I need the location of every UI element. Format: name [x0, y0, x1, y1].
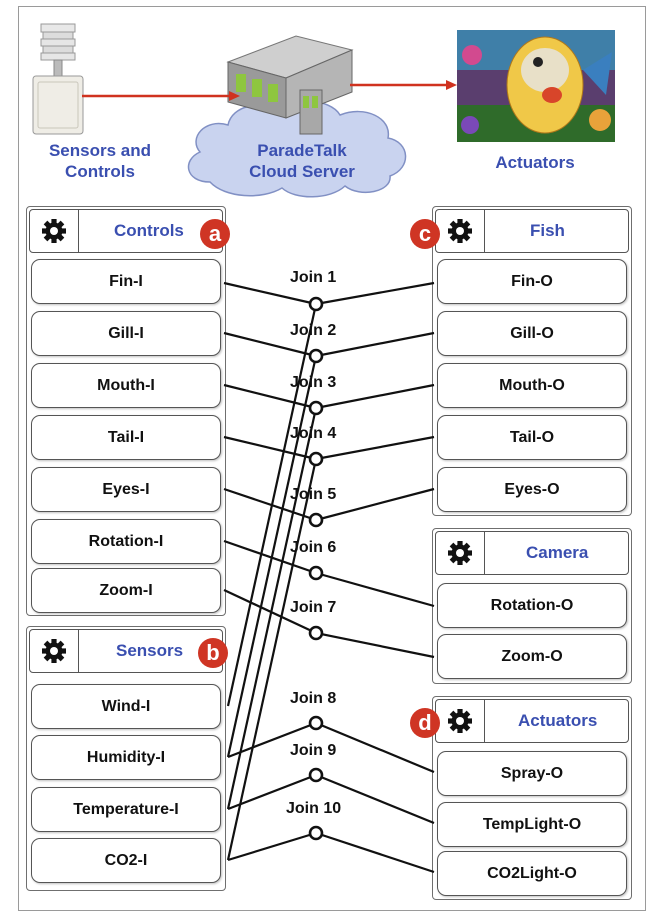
fish-gear-button[interactable] [436, 210, 485, 252]
sensors-title: Sensors [116, 641, 184, 660]
zoom-o-button[interactable]: Zoom-O [437, 634, 627, 679]
fish-panel: Fish Fin-O Gill-O Mouth-O Tail-O Eyes-O [432, 206, 632, 516]
fish-header: Fish [435, 209, 629, 253]
actuators-gear-button[interactable] [436, 700, 485, 742]
controls-header: Controls [29, 209, 223, 253]
actuators-panel: Actuators Spray-O TempLight-O CO2Light-O [432, 696, 632, 900]
temperature-i-button[interactable]: Temperature-I [31, 787, 221, 832]
badge-b: b [198, 638, 228, 668]
co2-i-button[interactable]: CO2-I [31, 838, 221, 883]
gill-o-button[interactable]: Gill-O [437, 311, 627, 356]
sensors-controls-label: Sensors and Controls [30, 140, 170, 182]
eyes-o-button[interactable]: Eyes-O [437, 467, 627, 512]
join-label-6: Join 6 [290, 539, 337, 556]
badge-a: a [200, 219, 230, 249]
badge-c: c [410, 219, 440, 249]
sensors-header: Sensors [29, 629, 223, 673]
spray-o-button[interactable]: Spray-O [437, 751, 627, 796]
actuators-top-label: Actuators [495, 153, 575, 172]
camera-title: Camera [526, 543, 589, 562]
wind-i-button[interactable]: Wind-I [31, 684, 221, 729]
join-label-10: Join 10 [286, 800, 342, 817]
top-illustration [32, 23, 615, 198]
gear-icon [42, 219, 66, 243]
controls-gear-button[interactable] [30, 210, 79, 252]
gear-icon [448, 709, 472, 733]
server-label-line2: Cloud Server [249, 162, 355, 181]
join-label-8: Join 8 [290, 690, 337, 707]
join-label-1: Join 1 [290, 269, 337, 286]
join-label-5: Join 5 [290, 486, 337, 503]
mouth-i-button[interactable]: Mouth-I [31, 363, 221, 408]
humidity-i-button[interactable]: Humidity-I [31, 735, 221, 780]
fish-title: Fish [530, 221, 565, 240]
gear-icon [42, 639, 66, 663]
cloud-shape [187, 100, 407, 198]
controls-panel: Controls Fin-I Gill-I Mouth-I Tail-I Eye… [26, 206, 226, 616]
sensors-label-line2: Controls [65, 162, 135, 181]
tail-o-button[interactable]: Tail-O [437, 415, 627, 460]
rotation-i-button[interactable]: Rotation-I [31, 519, 221, 564]
mouth-o-button[interactable]: Mouth-O [437, 363, 627, 408]
sensor-station-icon [32, 23, 84, 135]
camera-gear-button[interactable] [436, 532, 485, 574]
join-label-4: Join 4 [290, 425, 337, 442]
figure-frame [18, 6, 646, 911]
sensors-label-line1: Sensors and [48, 141, 152, 160]
camera-header: Camera [435, 531, 629, 575]
gill-i-button[interactable]: Gill-I [31, 311, 221, 356]
co2light-o-button[interactable]: CO2Light-O [437, 851, 627, 896]
fin-i-button[interactable]: Fin-I [31, 259, 221, 304]
actuators-header: Actuators [435, 699, 629, 743]
sensors-panel: Sensors Wind-I Humidity-I Temperature-I … [26, 626, 226, 891]
gear-icon [448, 541, 472, 565]
join-label-7: Join 7 [290, 599, 337, 616]
join-label-2: Join 2 [290, 322, 337, 339]
join-label-3: Join 3 [290, 374, 337, 391]
actuators-title: Actuators [518, 711, 598, 730]
server-label: ParadeTalk Cloud Server [232, 140, 372, 182]
zoom-i-button[interactable]: Zoom-I [31, 568, 221, 613]
camera-panel: Camera Rotation-O Zoom-O [432, 528, 632, 684]
rotation-o-button[interactable]: Rotation-O [437, 583, 627, 628]
controls-title: Controls [114, 221, 184, 240]
fin-o-button[interactable]: Fin-O [437, 259, 627, 304]
server-label-line1: ParadeTalk [257, 141, 347, 160]
join-label-9: Join 9 [290, 742, 337, 759]
server-icon [226, 35, 354, 135]
badge-d: d [410, 708, 440, 738]
tail-i-button[interactable]: Tail-I [31, 415, 221, 460]
sensors-gear-button[interactable] [30, 630, 79, 672]
eyes-i-button[interactable]: Eyes-I [31, 467, 221, 512]
gear-icon [448, 219, 472, 243]
koi-fish-image [457, 30, 615, 142]
templight-o-button[interactable]: TempLight-O [437, 802, 627, 847]
